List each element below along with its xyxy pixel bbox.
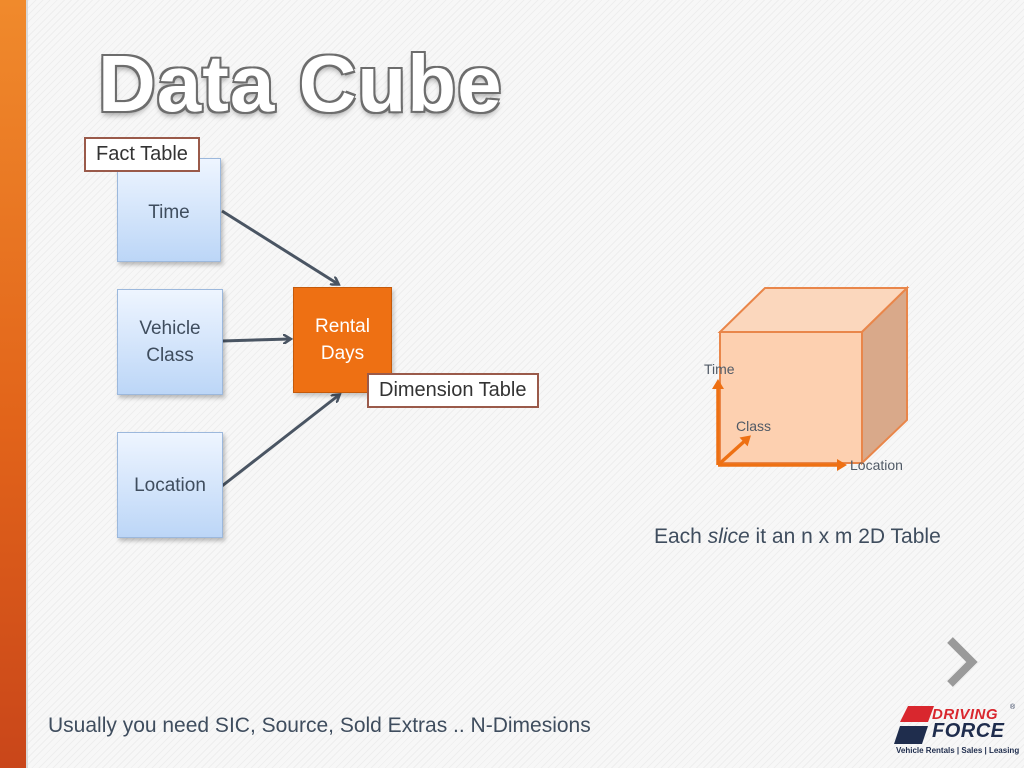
- dimension-box-label: Location: [134, 474, 206, 496]
- fact-table-callout: Fact Table: [84, 137, 200, 172]
- driving-force-logo: DRIVING FORCE ® Vehicle Rentals | Sales …: [894, 700, 1020, 762]
- arrow-vehicle-to-fact: [221, 339, 290, 341]
- footer-note: Usually you need SIC, Source, Sold Extra…: [48, 714, 591, 737]
- dimension-box-label: Time: [148, 202, 190, 223]
- caption-emphasis: slice: [707, 525, 750, 548]
- caption-prefix: Each: [654, 525, 708, 548]
- fact-box-label: Rental: [315, 316, 370, 337]
- logo-line2: FORCE: [932, 720, 1005, 742]
- logo-line1: DRIVING: [932, 706, 999, 723]
- logo-tagline: Vehicle Rentals | Sales | Leasing: [896, 746, 1020, 755]
- slide-title: Data Cube: [98, 39, 503, 128]
- axis-class: [716, 435, 751, 467]
- dimension-box-vehicle-class: Vehicle Class: [117, 289, 223, 395]
- sidebar-accent-bar: [0, 0, 26, 768]
- axis-label-class: Class: [736, 418, 772, 434]
- logo-mark-icon: [894, 706, 934, 744]
- axis-label-time: Time: [704, 361, 735, 377]
- arrow-location-to-fact: [221, 395, 339, 488]
- chevron-right-icon[interactable]: [944, 636, 978, 688]
- fact-box-rental-days: Rental Days: [293, 287, 392, 393]
- dimension-box-location: Location: [117, 432, 223, 538]
- sidebar-edge: [26, 0, 28, 768]
- cube-caption: Each slice it an n x m 2D Table: [654, 525, 941, 549]
- fact-box-label: Days: [320, 343, 365, 364]
- dimension-box-label: Vehicle: [139, 318, 201, 339]
- dimension-table-callout: Dimension Table: [367, 373, 539, 408]
- caption-suffix: it an n x m 2D Table: [749, 525, 941, 548]
- arrow-time-to-fact: [221, 209, 338, 284]
- logo-registered: ®: [1010, 704, 1016, 711]
- dimension-box-label: Class: [146, 345, 194, 366]
- axis-label-location: Location: [850, 457, 903, 473]
